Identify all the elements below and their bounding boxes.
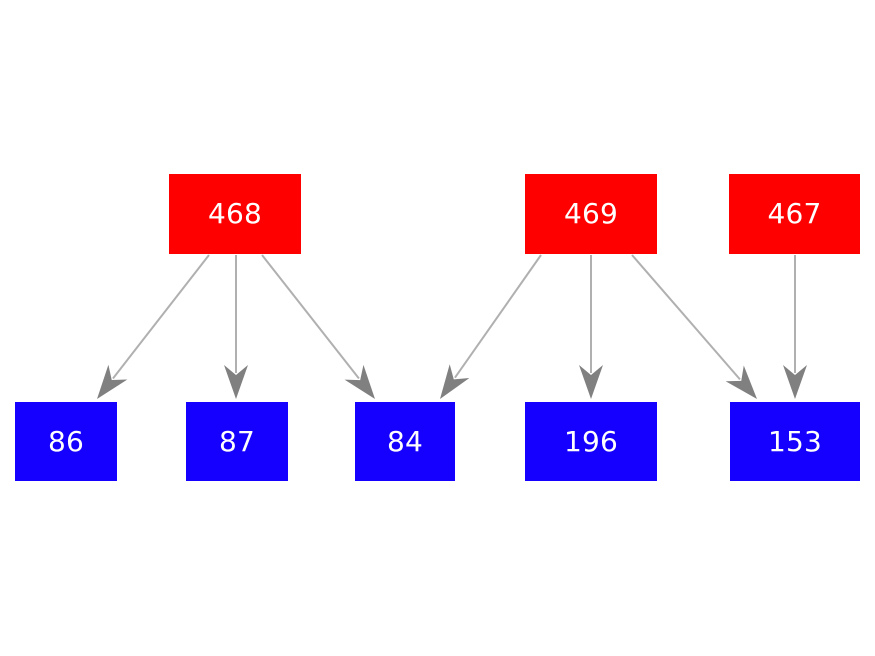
graph-edge-468-to-87: [224, 255, 248, 399]
node-label: 196: [563, 424, 619, 458]
edge-arrowhead-icon: [579, 365, 603, 399]
edge-arrowhead-icon: [97, 364, 128, 399]
edge-line: [261, 254, 360, 380]
node-label: 84: [386, 424, 424, 458]
graph-node-468[interactable]: 468: [169, 174, 301, 254]
graph-node-84[interactable]: 84: [355, 402, 455, 481]
graph-edge-469-to-153: [631, 254, 757, 399]
node-label: 153: [767, 424, 823, 458]
graph-node-469[interactable]: 469: [525, 174, 657, 254]
graph-node-467[interactable]: 467: [729, 174, 860, 254]
graph-node-86[interactable]: 86: [15, 402, 117, 481]
node-label: 87: [218, 424, 256, 458]
graph-edge-469-to-196: [579, 255, 603, 399]
edge-arrowhead-icon: [440, 364, 470, 399]
graph-edge-468-to-86: [97, 254, 210, 399]
edge-line: [112, 254, 210, 380]
node-label: 469: [563, 197, 619, 230]
edge-arrowhead-icon: [224, 365, 248, 399]
node-label: 468: [207, 197, 263, 230]
graph-edge-468-to-84: [261, 254, 375, 399]
node-label: 86: [47, 424, 85, 458]
graph-edge-467-to-153: [783, 255, 807, 399]
edge-line: [454, 254, 542, 379]
graph-node-153[interactable]: 153: [730, 402, 860, 481]
edge-arrowhead-icon: [344, 364, 375, 399]
node-label: 467: [767, 197, 822, 230]
graph-node-196[interactable]: 196: [525, 402, 657, 481]
graph-edge-469-to-84: [440, 254, 542, 399]
edge-arrowhead-icon: [725, 365, 757, 399]
graph-node-87[interactable]: 87: [186, 402, 288, 481]
edge-arrowhead-icon: [783, 365, 807, 399]
edge-line: [631, 254, 741, 381]
